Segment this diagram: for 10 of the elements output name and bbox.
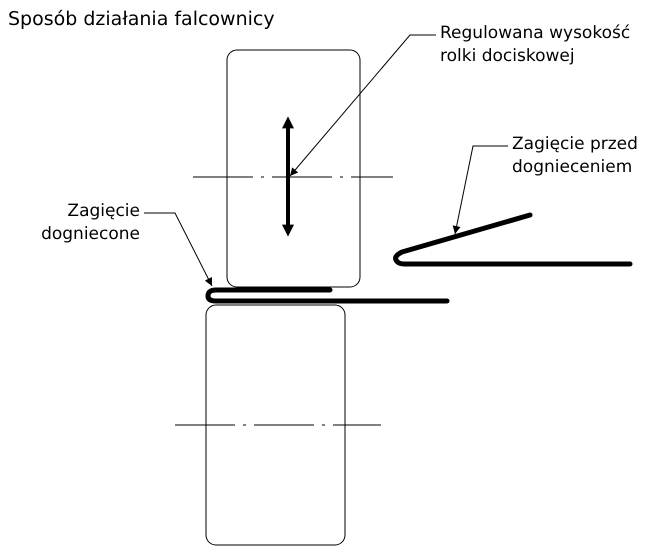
leader-line: [144, 212, 212, 286]
leader-line: [452, 146, 508, 234]
bent-sheet-drawing: [393, 212, 632, 266]
callout-label: Regulowana wysokość rolki dociskowej: [440, 22, 632, 68]
callout-label: Zagięcie przed dognieceniem: [512, 133, 639, 179]
folded-sheet-drawing: [206, 288, 450, 304]
diagram-title: Sposób działania falcownicy: [8, 8, 275, 31]
direction-arrow: [282, 116, 294, 237]
leader-line: [290, 34, 436, 176]
callout-label: Zagięcie dogniecone: [40, 200, 140, 246]
